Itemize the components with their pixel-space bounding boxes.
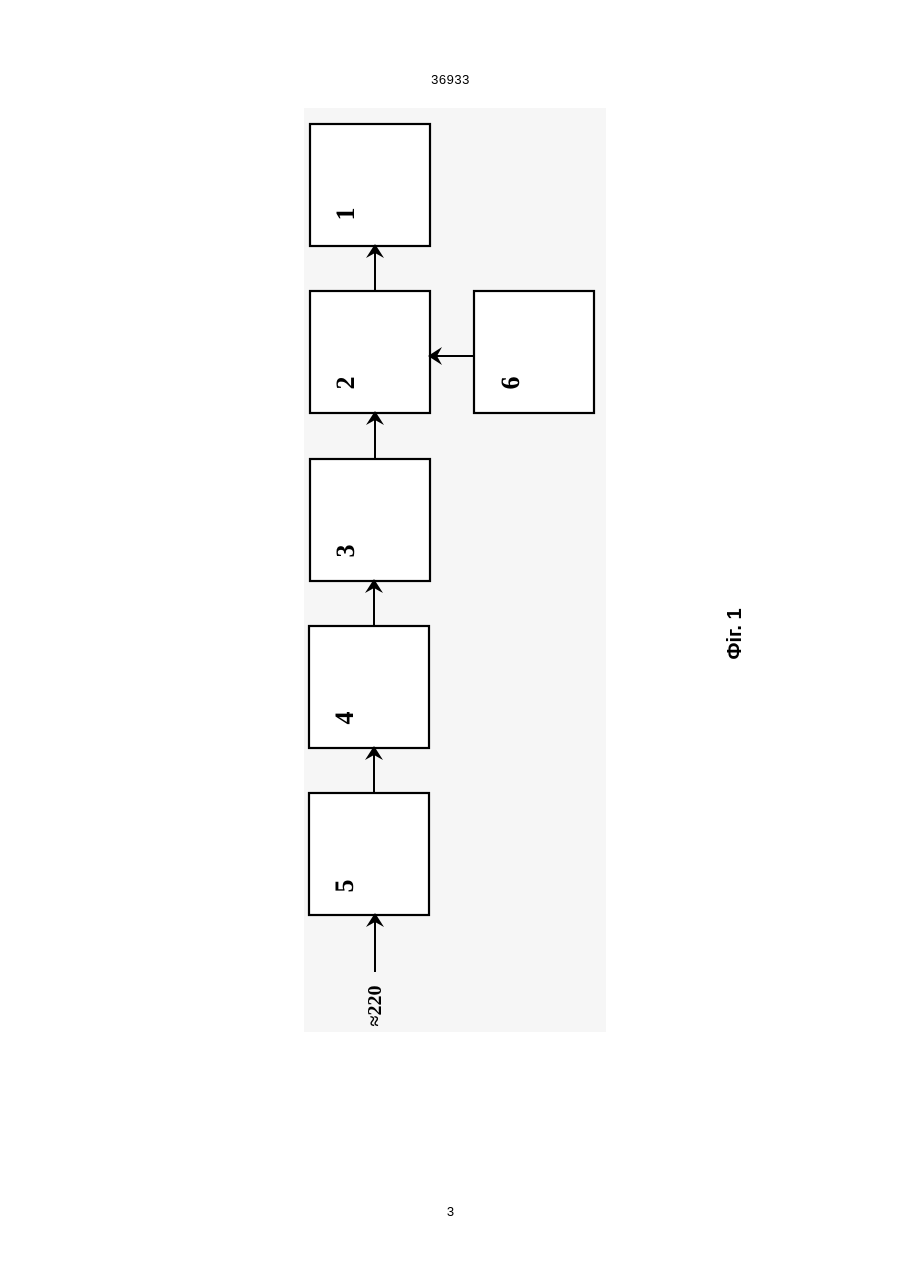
block-5-label: 5 xyxy=(330,880,359,893)
block-1 xyxy=(310,124,430,246)
block-4-label: 4 xyxy=(330,712,359,725)
block-4 xyxy=(309,626,429,748)
block-1-label: 1 xyxy=(331,208,360,221)
block-5 xyxy=(309,793,429,915)
block-2-label: 2 xyxy=(331,377,360,390)
block-3 xyxy=(310,459,430,581)
block-3-label: 3 xyxy=(331,545,360,558)
block-6 xyxy=(474,291,594,413)
figure-caption: Фіг. 1 xyxy=(724,608,746,659)
block-6-label: 6 xyxy=(496,377,525,390)
input-voltage-label: ≈220 xyxy=(364,986,386,1027)
block-2 xyxy=(310,291,430,413)
page-number: 3 xyxy=(0,1204,901,1219)
